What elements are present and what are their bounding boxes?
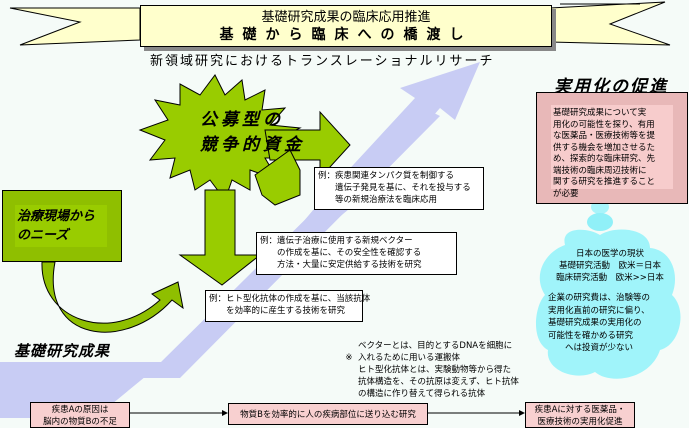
flow-step-line: 医療技術の実用化促進 xyxy=(537,417,623,427)
footnote-line: の構造に作り替えて得られる抗体 xyxy=(358,389,486,399)
example-line: を効率的に産生する技術を研究 xyxy=(209,306,346,316)
needs-line2: のニーズ xyxy=(17,228,69,243)
example-line: 等の新規治療法を臨床応用 xyxy=(318,195,438,205)
banner-ribbon-right xyxy=(549,1,671,46)
example-box-2: 例：遺伝子治療に使用する新規ベクター の作成を基に、その安全性を確認する 方法・… xyxy=(256,232,457,275)
progress-arrow-body xyxy=(0,106,440,378)
footnote-line: 入れるために用いる運搬体 xyxy=(358,353,461,363)
cloud-comment-line: 企業の研究費は、治験等の xyxy=(548,293,651,303)
practical-box-line: め、探索的な臨床研究、先 xyxy=(553,154,656,164)
flow-step-3: 疾患Aに対する医薬品・医療技術の実用化促進 xyxy=(525,402,635,428)
cloud-comment-line: へは投資が少ない xyxy=(548,343,634,353)
clinical-needs-box: 治療現場から のニーズ xyxy=(2,190,122,262)
cloud-status-text: 日本の医学の現状基礎研究活動 欧米＝日本臨床研究活動 欧米>>日本 xyxy=(540,248,680,284)
banner-subtitle: 基礎から臨床への橋渡し xyxy=(219,27,473,43)
practical-box: 基礎研究成果について実用化の可能性を探り、有用な医薬品・医療技術等を提供する機会… xyxy=(536,92,688,204)
flow-step-1: 疾患Aの原因は脳内の物質Bの不足 xyxy=(30,402,130,428)
practical-box-line: 関する研究を推進すること xyxy=(553,177,656,187)
banner-ribbon-left xyxy=(9,7,141,46)
footnote-line: 抗体構造を、その抗原は変えず、ヒト抗体 xyxy=(358,377,519,387)
practical-box-line: 用化の可能性を探り、有用 xyxy=(553,119,655,130)
cloud-comment-line: 基礎研究成果の実用化の xyxy=(548,318,642,328)
flow-step-line: 疾患Aの原因は xyxy=(51,405,109,415)
needs-curved-arrow xyxy=(41,261,184,333)
footnote-mark: ※ xyxy=(345,353,353,363)
example-line: 例：遺伝子治療に使用する新規ベクター xyxy=(260,236,413,246)
example-box-3: 例：ヒト型化抗体の作成を基に、当該抗体 を効率的に産生する技術を研究 xyxy=(205,290,371,322)
needs-line1: 治療現場から xyxy=(17,209,96,224)
cloud-status-line: 日本の医学の現状 xyxy=(575,249,644,259)
info-cloud xyxy=(535,229,681,379)
diagram-heading: 新領域研究におけるトランスレーショナルリサーチ xyxy=(150,54,495,69)
cloud-comment-line: 可能性を確かめる研究 xyxy=(548,330,634,341)
funding-arrow-down xyxy=(178,189,262,286)
progress-arrow xyxy=(0,62,480,418)
cloud-comment-line: 実用化直前の研究に偏り、 xyxy=(548,305,650,316)
example-line: 例：ヒト型化抗体の作成を基に、当該抗体 xyxy=(209,294,371,304)
funding-arrow-diagonal xyxy=(254,149,301,206)
cloud-drop-2 xyxy=(587,213,613,231)
funding-label-line2: 競争的資金 xyxy=(200,135,305,155)
example-line: 方法・大量に安定供給する技術を研究 xyxy=(260,260,422,270)
example-box-1: 例：疾患関連タンパク質を制御する 遺伝子発見を基に、それを投与する 等の新規治療… xyxy=(314,167,484,210)
funding-label-line1: 公募型の xyxy=(200,110,284,130)
practical-box-line: 供する機会を増加させるた xyxy=(553,142,656,153)
practical-box-line: 端技術の臨床周辺技術に xyxy=(553,165,647,176)
funding-starburst xyxy=(138,74,302,202)
practical-box-line: が必要 xyxy=(553,188,579,199)
cloud-comment-text: 企業の研究費は、治験等の実用化直前の研究に偏り、基礎研究成果の実用化の可能性を確… xyxy=(548,292,683,355)
practical-box-line: 基礎研究成果について実 xyxy=(553,108,647,118)
practical-box-line: な医薬品・医療技術等を提 xyxy=(553,131,656,141)
flow-step-2: 物質Bを効率的に人の疾病部位に送り込む研究 xyxy=(228,403,428,425)
cloud-status-line: 臨床研究活動 欧米>>日本 xyxy=(556,273,664,283)
cloud-status-line: 基礎研究活動 欧米＝日本 xyxy=(558,261,661,271)
title-banner: 基礎研究成果の臨床応用推進 基礎から臨床への橋渡し xyxy=(140,5,552,47)
practical-box-text: 基礎研究成果について実用化の可能性を探り、有用な医薬品・医療技術等を提供する機会… xyxy=(551,105,673,199)
footnote: ※ ベクターとは、目的とするDNAを細胞に入れるために用いる運搬体ヒト型化抗体と… xyxy=(340,340,519,399)
footnote-text: ベクターとは、目的とするDNAを細胞に入れるために用いる運搬体ヒト型化抗体とは、… xyxy=(358,340,519,400)
funding-label: 公募型の 競争的資金 xyxy=(200,108,305,158)
flow-step-line: 脳内の物質Bの不足 xyxy=(43,417,117,427)
footnote-line: ヒト型化抗体とは、実験動物等から得た xyxy=(358,365,512,375)
flow-step-line: 疾患Aに対する医薬品・ xyxy=(534,405,626,415)
footnote-line: ベクターとは、目的とするDNAを細胞に xyxy=(358,341,513,351)
example-line: 遺伝子発見を基に、それを投与する xyxy=(318,183,471,193)
example-line: の作成を基に、その安全性を確認する xyxy=(260,248,422,258)
flow-step-line: 物質Bを効率的に人の疾病部位に送り込む研究 xyxy=(240,410,416,420)
example-line: 例：疾患関連タンパク質を制御する xyxy=(318,171,455,181)
banner-title: 基礎研究成果の臨床応用推進 xyxy=(261,10,431,25)
basic-research-label: 基礎研究成果 xyxy=(14,342,111,360)
